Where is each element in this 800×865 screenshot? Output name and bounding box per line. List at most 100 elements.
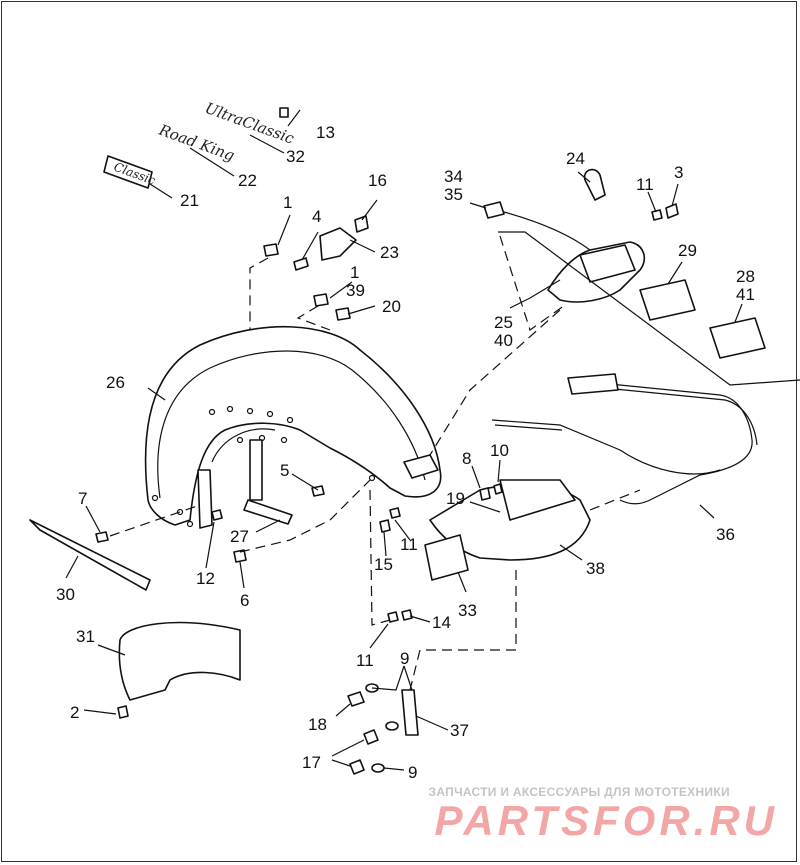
- callout-9-lower: 9: [408, 763, 417, 782]
- callout-24: 24: [566, 149, 585, 168]
- callout-20: 20: [382, 297, 401, 316]
- tail-lamp-assembly: [483, 168, 766, 359]
- locknut: [354, 215, 369, 233]
- acorn-nut: [263, 243, 279, 257]
- tail-lamp-lens-housing: [579, 244, 636, 283]
- watermark-tagline: ЗАПЧАСТИ И АКСЕССУАРЫ ДЛЯ МОТОТЕХНИКИ: [428, 785, 730, 799]
- screw-small: [665, 203, 679, 219]
- callout-27: 27: [230, 527, 249, 546]
- rack-outer-rail-2: [574, 384, 758, 446]
- nut-18: [347, 691, 365, 707]
- callout-17: 17: [302, 753, 321, 772]
- callout-labels: 1 1 2 3 4 5 6 7 8 9 9 10 11 11 11 12 13 …: [56, 123, 755, 782]
- trunk-mount-top: [499, 479, 576, 521]
- callout-4: 4: [312, 207, 321, 226]
- callout-30: 30: [56, 585, 75, 604]
- callout-23: 23: [380, 243, 399, 262]
- washer-10: [493, 483, 503, 495]
- tail-lamp-bulb: [583, 168, 606, 201]
- rack-inner-rail-2: [494, 424, 563, 431]
- classic-emblem: Classic: [103, 155, 157, 189]
- callout-31: 31: [76, 627, 95, 646]
- luggage-rack: [491, 373, 758, 505]
- callout-18: 18: [308, 715, 327, 734]
- fender-edge-line: [157, 350, 426, 499]
- callout-15: 15: [374, 555, 393, 574]
- washer: [651, 209, 663, 221]
- emblem-clip: [279, 107, 289, 118]
- callout-36: 36: [716, 525, 735, 544]
- callout-5: 5: [280, 461, 289, 480]
- mud-flap: [118, 621, 241, 701]
- callout-32: 32: [286, 147, 305, 166]
- watermark-logo: PARTSFOR.RU: [434, 797, 778, 844]
- fender-support-strut-right: [249, 439, 263, 501]
- callout-7: 7: [78, 489, 87, 508]
- callout-14: 14: [432, 613, 451, 632]
- fender-inner-line: [211, 428, 276, 463]
- callout-19: 19: [446, 489, 465, 508]
- callout-3: 3: [674, 163, 683, 182]
- callout-11-mid: 11: [400, 535, 418, 554]
- callout-11-lamp: 11: [636, 175, 654, 194]
- nut-15: [379, 519, 391, 533]
- lens-gasket: [639, 279, 696, 321]
- connector: [483, 201, 505, 219]
- trunk-mount: [424, 479, 591, 581]
- callout-41: 41: [736, 285, 755, 304]
- callout-22: 22: [238, 171, 257, 190]
- license-mount-plate: [403, 454, 439, 479]
- callout-6: 6: [240, 591, 249, 610]
- fender-mounting-holes: [151, 405, 376, 528]
- rack-mount-bracket: [567, 373, 619, 395]
- washer-9-bottom: [371, 763, 385, 773]
- road-king-emblem: Road King: [156, 121, 237, 165]
- fender-support-strut: [197, 469, 213, 529]
- callout-25: 25: [494, 313, 513, 332]
- nut: [313, 293, 329, 307]
- bracket: [319, 227, 357, 261]
- callout-37: 37: [450, 721, 469, 740]
- lower-left-parts: [29, 485, 325, 719]
- rubber-grommet: [335, 307, 351, 321]
- rear-fender-body: [144, 326, 442, 526]
- classic-emblem-plate: [103, 155, 153, 189]
- callout-1-lower: 1: [350, 263, 359, 282]
- callout-38: 38: [586, 559, 605, 578]
- callout-9-upper: 9: [400, 649, 409, 668]
- screw-8: [479, 487, 491, 501]
- callout-16: 16: [368, 171, 387, 190]
- fender-top-hardware: [263, 215, 369, 321]
- bracket-37: [401, 689, 419, 736]
- callout-1-top: 1: [283, 193, 292, 212]
- nut-14: [401, 609, 413, 621]
- washer-9-mid: [385, 721, 399, 731]
- reflector: [424, 534, 469, 581]
- callout-29: 29: [678, 241, 697, 260]
- callout-13: 13: [316, 123, 335, 142]
- callout-26: 26: [106, 373, 125, 392]
- screw: [293, 257, 309, 271]
- callout-12: 12: [196, 569, 215, 588]
- washer-11-mid: [389, 507, 401, 519]
- lens: [709, 317, 766, 359]
- bracket-27: [243, 499, 293, 525]
- rack-outer-rail: [569, 379, 753, 505]
- callout-21: 21: [180, 191, 199, 210]
- screw-7: [95, 531, 109, 543]
- nut-17-top: [363, 729, 379, 745]
- callout-40: 40: [494, 331, 513, 350]
- rear-fender: [144, 326, 442, 529]
- callout-10: 10: [490, 441, 509, 460]
- callout-33: 33: [458, 601, 477, 620]
- callout-35: 35: [444, 185, 463, 204]
- trim-strip: [29, 519, 151, 591]
- wire-harness: [503, 211, 591, 251]
- road-king-emblem-text: Road King: [156, 121, 237, 165]
- callout-2: 2: [70, 703, 79, 722]
- rack-inner-rail: [491, 419, 721, 475]
- callout-8: 8: [462, 449, 471, 468]
